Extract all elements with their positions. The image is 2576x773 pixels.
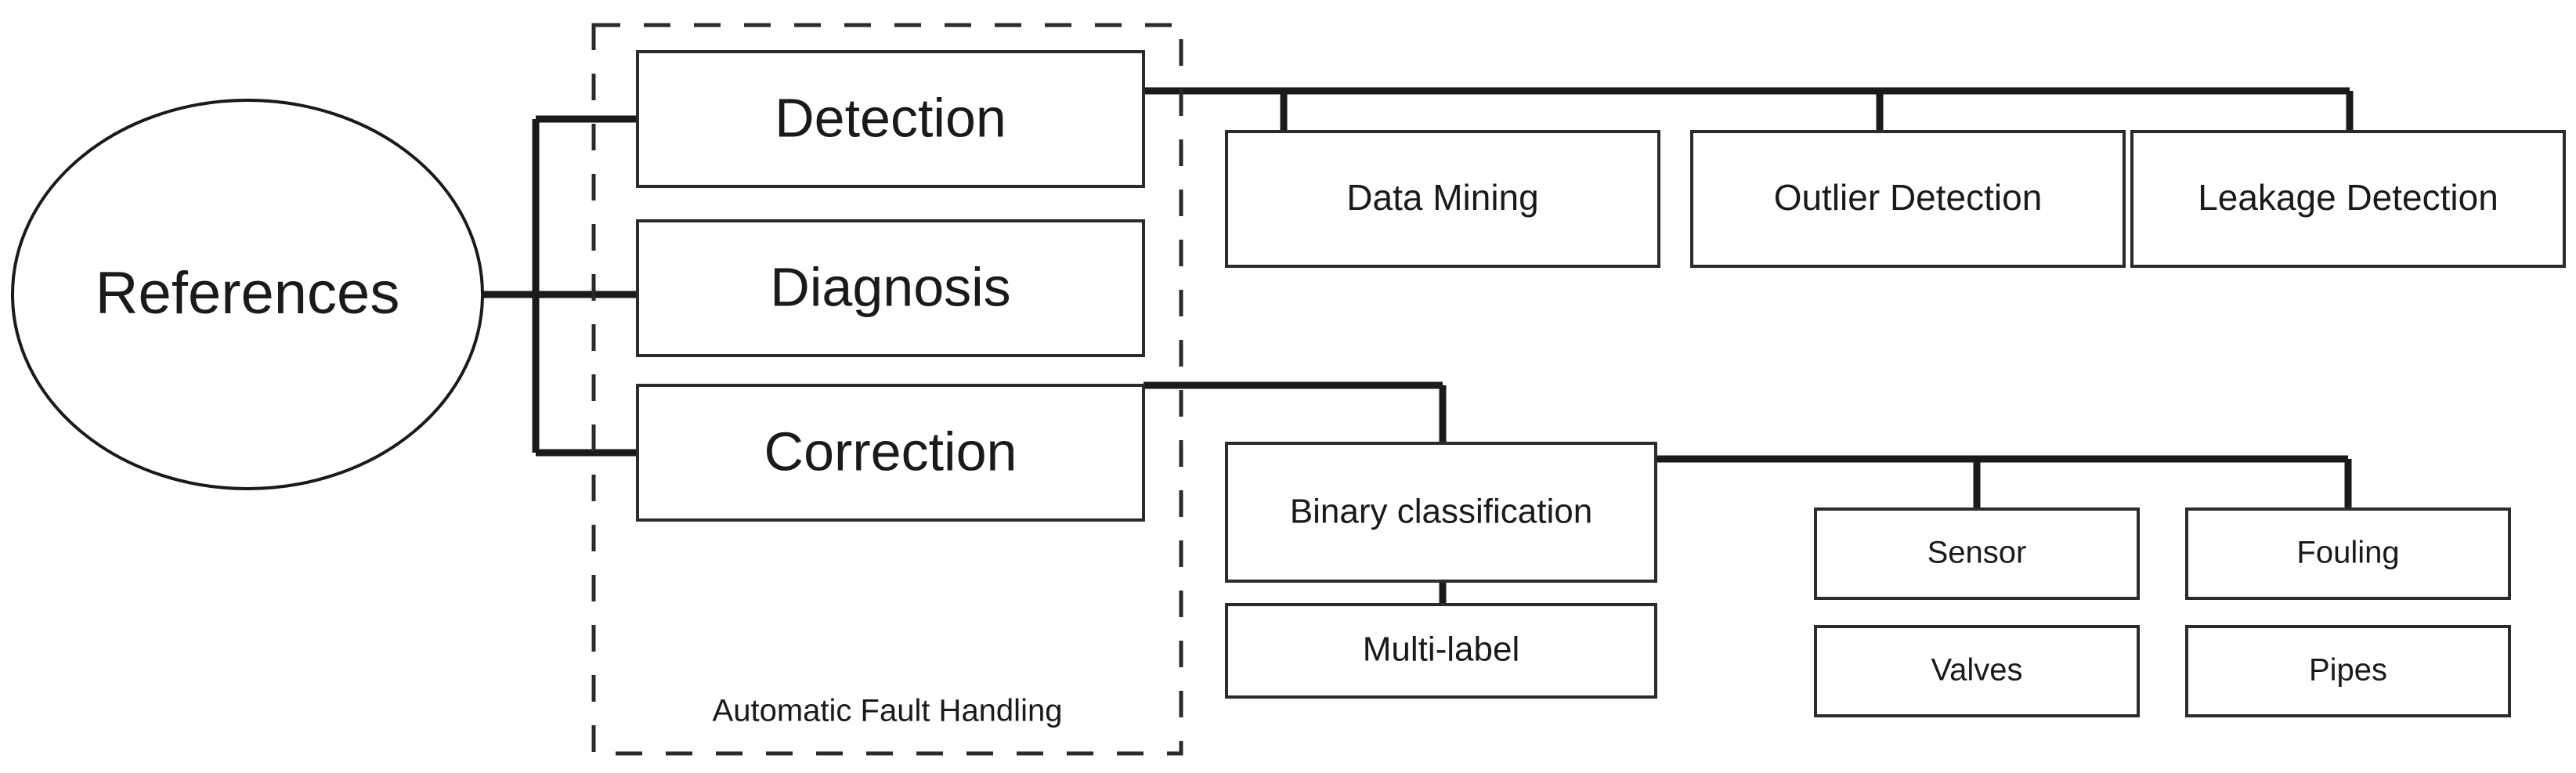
valves-label: Valves [1931, 653, 2022, 688]
node-pipes[interactable]: Pipes [2185, 625, 2511, 717]
detection-label: Detection [775, 87, 1006, 148]
outlier-detection-box [1690, 130, 2126, 268]
references-label: References [96, 260, 400, 327]
multi-label-box [1225, 603, 1657, 699]
group-caption-label: Automatic Fault Handling [713, 694, 1063, 728]
sensor-label: Sensor [1927, 536, 2027, 570]
fouling-label: Fouling [2296, 536, 2399, 570]
binary-classification-label: Binary classification [1290, 493, 1592, 531]
node-fouling[interactable]: Fouling [2185, 508, 2511, 600]
leakage-detection-box [2130, 130, 2566, 268]
leakage-detection-label: Leakage Detection [2198, 177, 2498, 218]
edge-references-bus [482, 115, 638, 457]
node-data-mining[interactable]: Data Mining [1225, 130, 1660, 268]
valves-box [1814, 625, 2140, 717]
node-diagnosis[interactable]: Diagnosis [636, 219, 1145, 357]
edge-binary-fault-types [1656, 455, 2352, 509]
pipes-box [2185, 625, 2511, 717]
node-sensor[interactable]: Sensor [1814, 508, 2140, 600]
data-mining-box [1225, 130, 1660, 268]
node-detection[interactable]: Detection [636, 50, 1145, 188]
node-correction[interactable]: Correction [636, 384, 1145, 522]
node-binary-classification[interactable]: Binary classification [1225, 442, 1657, 583]
correction-box [636, 384, 1145, 522]
diagnosis-box [636, 219, 1145, 357]
outlier-detection-label: Outlier Detection [1774, 177, 2043, 218]
detection-box [636, 50, 1145, 188]
node-valves[interactable]: Valves [1814, 625, 2140, 717]
references-ellipse [11, 99, 484, 490]
data-mining-label: Data Mining [1346, 177, 1538, 218]
node-references[interactable]: References [11, 99, 484, 490]
node-leakage-detection[interactable]: Leakage Detection [2130, 130, 2566, 268]
automatic-fault-handling-group-box [591, 23, 1183, 756]
fouling-box [2185, 508, 2511, 600]
node-multi-label[interactable]: Multi-label [1225, 603, 1657, 699]
edge-detection-children [1143, 87, 2354, 132]
edge-diagnosis-binary [1143, 381, 1447, 443]
diagnosis-label: Diagnosis [770, 256, 1010, 317]
multi-label-label: Multi-label [1363, 630, 1520, 669]
pipes-label: Pipes [2309, 653, 2387, 688]
binary-classification-box [1225, 442, 1657, 583]
correction-label: Correction [764, 421, 1017, 482]
node-outlier-detection[interactable]: Outlier Detection [1690, 130, 2126, 268]
sensor-box [1814, 508, 2140, 600]
